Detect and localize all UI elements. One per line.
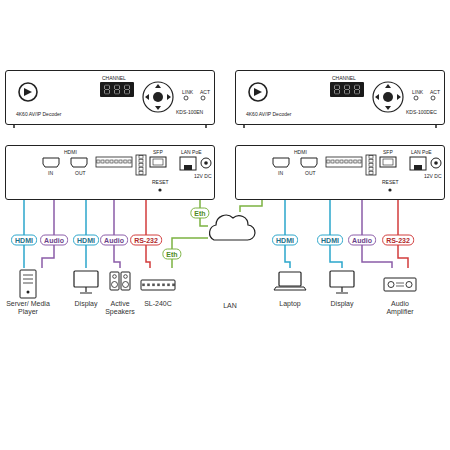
panel-label: LAN PoE [411, 149, 432, 155]
panel-label: LINK [182, 89, 193, 95]
panel-label: CHANNEL [102, 75, 126, 81]
server-device: Server/ Media Player [6, 268, 50, 316]
cable-tag: RS-232 [382, 235, 414, 246]
device-label: Server/ Media Player [6, 300, 50, 316]
panel-label: HDMI [294, 149, 307, 155]
device-label: Active Speakers [102, 300, 138, 316]
device-label: Laptop [275, 300, 305, 308]
panel-label: 12V DC [424, 173, 442, 179]
display-device: Display [329, 268, 355, 308]
cable-tag: HDMI [73, 235, 99, 246]
panel-label: OUT [75, 170, 86, 176]
panel-label: ACT [200, 89, 210, 95]
front-panel: 4K60 AV/IP Decoder CHANNEL LINK ACT KDS-100E… [5, 70, 215, 125]
device-label: Display [329, 300, 355, 308]
panel-label: KDS-100EN [176, 109, 203, 115]
network-cloud: LAN [208, 212, 252, 310]
cable-tag: Audio [100, 235, 128, 246]
cable-tag: Audio [348, 235, 376, 246]
amplifier-device: Audio Amplifier [379, 268, 421, 316]
panel-label: ACT [430, 89, 440, 95]
panel-label: 4K60 AV/IP Decoder [16, 111, 61, 117]
panel-label: IN [278, 170, 283, 176]
panel-label: RESET [152, 179, 169, 185]
cable-tag: HDMI [272, 235, 298, 246]
panel-label: IN [48, 170, 53, 176]
cable-tag: Eth [162, 249, 181, 260]
device-label: LAN [208, 302, 252, 310]
signal-cable [240, 200, 262, 212]
panel-label: KDS-100DEC [406, 109, 437, 115]
display-device: Display [73, 268, 99, 308]
panel-label: RESET [382, 179, 399, 185]
cable-tag: HDMI [11, 235, 37, 246]
cable-tag: Eth [190, 208, 209, 219]
speaker-device: Active Speakers [102, 268, 138, 316]
panel-label: 12V DC [194, 173, 212, 179]
device-label: Display [73, 300, 99, 308]
panel-label: CHANNEL [332, 75, 356, 81]
laptop-device: Laptop [275, 268, 305, 308]
panel-label: LINK [412, 89, 423, 95]
panel-label: LAN PoE [181, 149, 202, 155]
panel-label: SFP [383, 149, 393, 155]
cable-tag: HDMI [317, 235, 343, 246]
panel-label: 4K60 AV/IP Decoder [246, 111, 291, 117]
cable-tag: Audio [40, 235, 68, 246]
panel-label: SFP [153, 149, 163, 155]
rear-panel: HDMI IN OUT SFP LAN PoE 12V DC RESET [5, 145, 215, 200]
device-label: Audio Amplifier [379, 300, 421, 316]
panel-label: OUT [305, 170, 316, 176]
panel-label: HDMI [64, 149, 77, 155]
cable-tag: RS-232 [130, 235, 162, 246]
front-panel: 4K60 AV/IP Decoder CHANNEL LINK ACT KDS-100D… [235, 70, 445, 125]
device-label: SL-240C [139, 300, 177, 308]
rear-panel: HDMI IN OUT SFP LAN PoE 12V DC RESET [235, 145, 445, 200]
controller-device: SL-240C [139, 268, 177, 308]
